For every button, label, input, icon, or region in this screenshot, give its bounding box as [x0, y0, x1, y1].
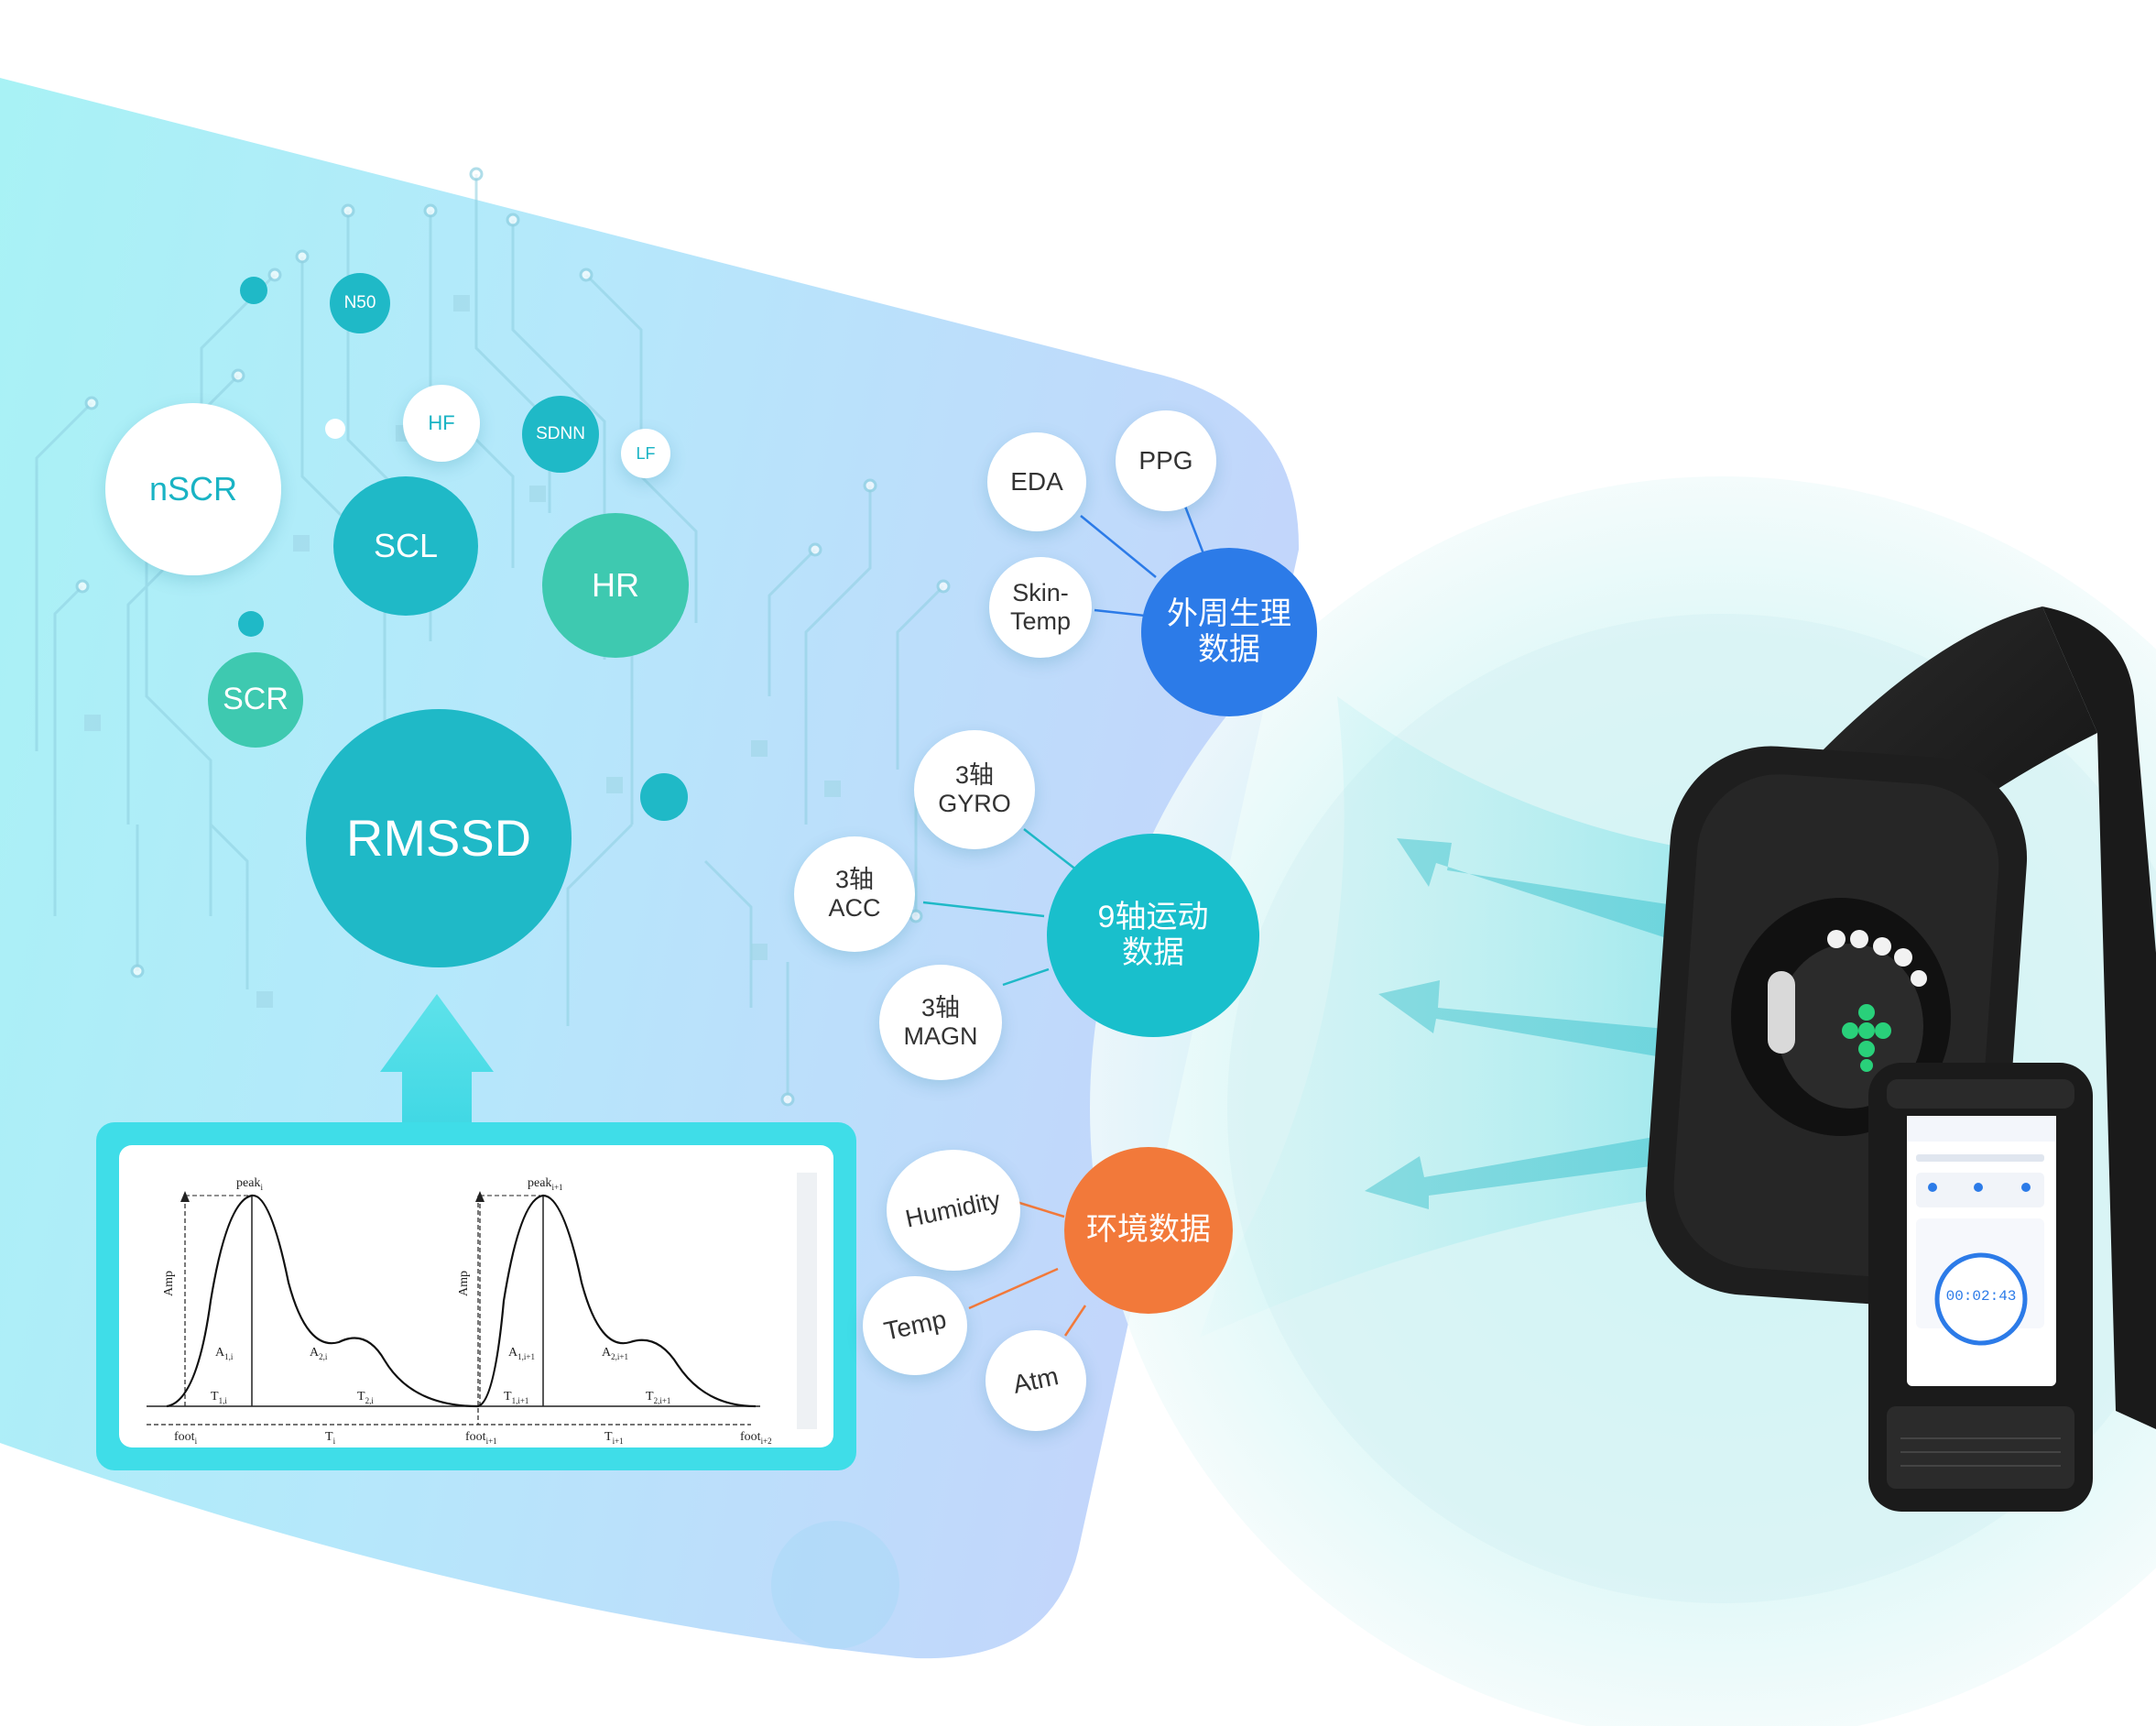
foot-i1-label: footi+1	[465, 1430, 497, 1446]
peak-i-label: peaki	[236, 1176, 263, 1192]
gyro-line1: 3轴	[954, 760, 994, 789]
nscr-bubble: nSCR	[105, 403, 281, 575]
scl-label: SCL	[373, 527, 439, 565]
skin-temp-bubble: Skin-Temp	[989, 557, 1092, 658]
t1i-label: T1,i	[211, 1390, 227, 1405]
n50-bubble: N50	[330, 273, 390, 333]
rmssd-label: RMSSD	[345, 808, 532, 867]
humidity-label: Humidity	[903, 1185, 1004, 1234]
environment-hub-label: 环境数据	[1086, 1212, 1211, 1248]
a2i-label: A2,i	[310, 1346, 328, 1361]
a1i1-label: A1,i+1	[508, 1346, 535, 1361]
motion-hub-line1: 9轴运动	[1097, 899, 1209, 934]
gyro-line2: GYRO	[938, 790, 1011, 817]
sdnn-label: SDNN	[536, 424, 585, 444]
waveform-card: peaki peaki+1 Amp Amp A1,i A2,i A1,i+1 A…	[119, 1145, 833, 1447]
t2i-label: T2,i	[357, 1390, 374, 1405]
ppg-bubble: PPG	[1116, 410, 1216, 511]
ti1-label: Ti+1	[604, 1430, 624, 1446]
connector-lines	[922, 503, 1206, 1337]
t1i1-label: T1,i+1	[504, 1390, 528, 1405]
skin-temp-line2: Temp	[1009, 607, 1072, 635]
eda-bubble: EDA	[987, 432, 1086, 531]
eda-label: EDA	[1010, 466, 1063, 496]
scr-bubble: SCR	[208, 652, 303, 748]
scl-bubble: SCL	[333, 476, 478, 616]
peak-i1-label: peaki+1	[528, 1176, 563, 1192]
ti-label: Ti	[325, 1430, 336, 1446]
environment-hub: 环境数据	[1064, 1147, 1233, 1314]
nscr-label: nSCR	[148, 470, 238, 508]
signal-arrows	[1365, 838, 1685, 1209]
peripheral-hub-line1: 外周生理	[1167, 595, 1291, 631]
skin-temp-line1: Skin-	[1012, 578, 1069, 606]
a1i-label: A1,i	[215, 1346, 234, 1361]
motion-hub-line2: 数据	[1121, 935, 1184, 970]
temp-label: Temp	[881, 1305, 949, 1346]
acc-line1: 3轴	[834, 865, 874, 893]
hr-label: HR	[592, 566, 639, 605]
phone-timer: 00:02:43	[1945, 1288, 2017, 1305]
n50-label: N50	[343, 293, 376, 313]
a2i1-label: A2,i+1	[602, 1346, 628, 1361]
timer-ring	[1934, 1252, 2028, 1346]
scr-label: SCR	[223, 682, 289, 717]
ppg-label: PPG	[1138, 445, 1193, 475]
pulse-waveform-chart: peaki peaki+1 Amp Amp A1,i A2,i A1,i+1 A…	[147, 1173, 817, 1446]
humidity-bubble: Humidity	[887, 1150, 1020, 1271]
rmssd-bubble: RMSSD	[306, 709, 572, 967]
hf-label: HF	[428, 411, 455, 435]
decorative-dots	[238, 277, 688, 821]
up-arrow	[380, 994, 494, 1136]
temp-bubble: Temp	[863, 1276, 967, 1375]
motion-hub: 9轴运动数据	[1047, 834, 1259, 1037]
foot-i2-label: footi+2	[740, 1430, 772, 1446]
foot-i-label: footi	[174, 1430, 198, 1446]
waveform-curve	[166, 1194, 757, 1408]
hf-bubble: HF	[403, 385, 480, 462]
handheld-device	[1868, 1063, 2093, 1512]
magn-line1: 3轴	[920, 993, 961, 1021]
hr-bubble: HR	[542, 513, 689, 658]
magn-line2: MAGN	[903, 1022, 978, 1050]
lf-label: LF	[636, 443, 656, 463]
amp-i1-label: Amp	[457, 1271, 471, 1296]
lf-bubble: LF	[621, 429, 670, 478]
atm-label: Atm	[1010, 1361, 1062, 1399]
t2i1-label: T2,i+1	[646, 1390, 670, 1405]
sdnn-bubble: SDNN	[522, 396, 599, 473]
acc-line2: ACC	[828, 894, 881, 922]
peripheral-hub-line2: 数据	[1198, 632, 1260, 667]
amp-i-label: Amp	[162, 1271, 176, 1296]
peripheral-hub: 外周生理数据	[1141, 548, 1317, 716]
atm-bubble: Atm	[985, 1330, 1086, 1431]
